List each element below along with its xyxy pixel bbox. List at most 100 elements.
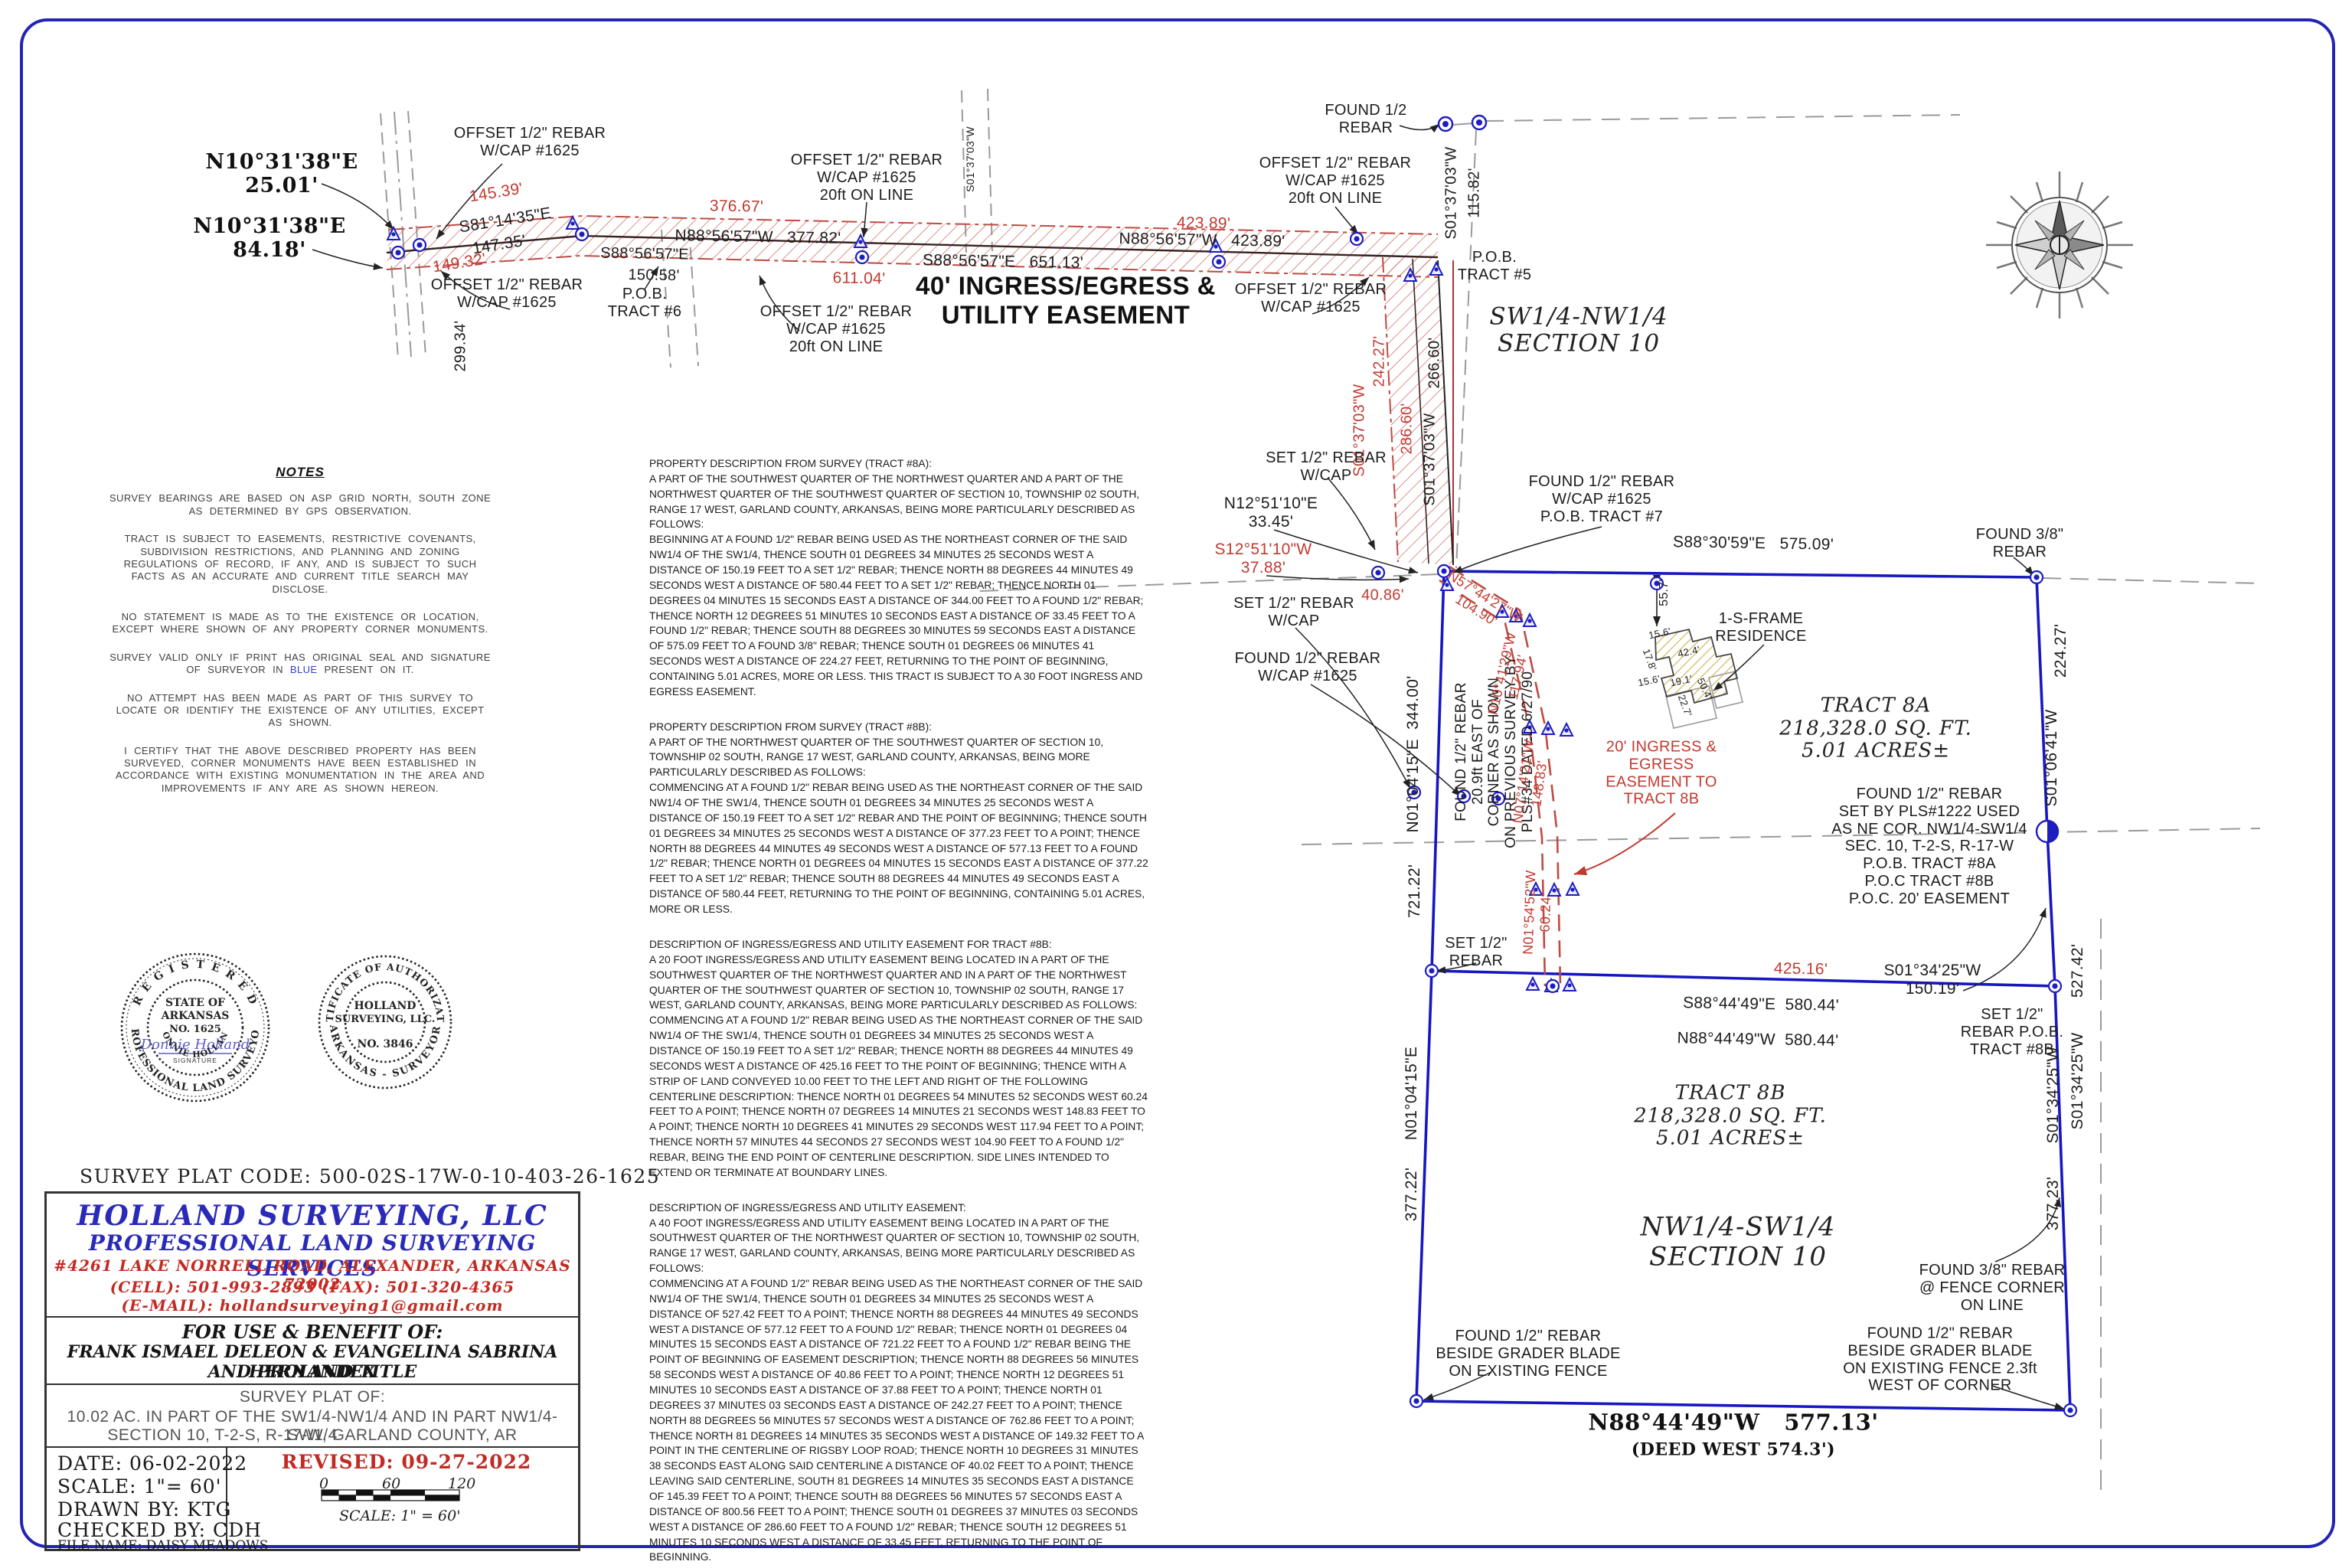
note-bearings: SURVEY BEARINGS ARE BASED ON ASP GRID NO… bbox=[109, 492, 492, 517]
title-block: HOLLAND SURVEYING, LLC PROFESSIONAL LAND… bbox=[44, 1191, 580, 1553]
monument-markers bbox=[387, 114, 2078, 1418]
description-body: A 20 FOOT INGRESS/EGRESS AND UTILITY EAS… bbox=[649, 953, 1148, 1178]
plat-drawn-by: DRAWN BY: KTG bbox=[57, 1498, 232, 1521]
easement-20-leader bbox=[1573, 812, 1676, 876]
bearing-s01-150: S01°34'25"W 150.19' bbox=[1883, 962, 1981, 998]
seal2-number: NO. 3846 bbox=[358, 1038, 413, 1050]
notes-section: NOTES SURVEY BEARINGS ARE BASED ON ASP G… bbox=[109, 464, 492, 810]
bearing-n01-54: N01°54'52"W 60.24' bbox=[1520, 870, 1553, 956]
property-descriptions: PROPERTY DESCRIPTION FROM SURVEY (TRACT … bbox=[649, 456, 1148, 1568]
bearing-s01-34-outer: S01°34'25"W bbox=[2069, 1032, 2087, 1130]
seal2-ring-bottom: ARKANSAS - SURVEYOR bbox=[327, 1024, 442, 1080]
found-grader-se: FOUND 1/2" REBAR BESIDE GRADER BLADE ON … bbox=[1843, 1325, 2037, 1394]
bearing-s88-580: S88°44'49"E 580.44' bbox=[1682, 994, 1840, 1014]
set-rebar-mid: SET 1/2" REBAR W/CAP bbox=[1233, 595, 1354, 629]
bearing-n10-25: N10°31'38"E 25.01' bbox=[205, 150, 358, 198]
dim-377-22: 377.22' bbox=[1403, 1167, 1421, 1222]
scalebar-label: SCALE: 1" = 60' bbox=[339, 1508, 461, 1524]
dim-286-60: 286.60' bbox=[1398, 403, 1416, 455]
company-address: #4261 LAKE NORRELL ROAD, ALEXANDER, ARKA… bbox=[54, 1256, 571, 1293]
dim-150-58: 150.58' bbox=[628, 266, 680, 285]
found-rebar-ne: FOUND 1/2 REBAR bbox=[1325, 102, 1407, 136]
road-line-label: S01°37'03"W bbox=[964, 126, 977, 192]
dim-721-22: 721.22' bbox=[1406, 864, 1424, 919]
dim-299-34: 299.34' bbox=[452, 320, 469, 372]
dim-425-16: 425.16' bbox=[1773, 959, 1828, 978]
dim-376-67: 376.67' bbox=[709, 197, 764, 216]
bearing-n01-377: N01°04'15"E bbox=[1403, 1046, 1421, 1141]
description-body: A 40 FOOT INGRESS/EGRESS AND UTILITY EAS… bbox=[649, 1217, 1144, 1563]
offset-rebar-s2: OFFSET 1/2" REBAR W/CAP #1625 20ft ON LI… bbox=[760, 302, 913, 355]
quarter-label-sw: NW1/4-SW1/4 SECTION 10 bbox=[1640, 1211, 1836, 1272]
dim-377-23: 377.23' bbox=[2044, 1176, 2063, 1231]
note-utilities: NO ATTEMPT HAS BEEN MADE AS PART OF THIS… bbox=[116, 691, 485, 729]
survey-plat-code: SURVEY PLAT CODE: 500-02S-17W-0-10-403-2… bbox=[80, 1165, 661, 1187]
north-arrow-compass bbox=[1986, 172, 2133, 318]
found-grader-sw: FOUND 1/2" REBAR BESIDE GRADER BLADE ON … bbox=[1436, 1327, 1621, 1380]
survey-of-line1: 10.02 AC. IN PART OF THE SW1/4-NW1/4 AND… bbox=[67, 1408, 558, 1444]
note-seal: SURVEY VALID ONLY IF PRINT HAS ORIGINAL … bbox=[109, 651, 491, 676]
found-rebar-1625: FOUND 1/2" REBAR W/CAP #1625 bbox=[1234, 650, 1381, 684]
offset-rebar-s3: OFFSET 1/2" REBAR W/CAP #1625 bbox=[1234, 281, 1387, 315]
easement-20-label: 20' INGRESS & EGRESS EASEMENT TO TRACT 8… bbox=[1606, 738, 1717, 808]
dim-611-04: 611.04' bbox=[832, 269, 886, 288]
dim-242-27: 242.27' bbox=[1370, 335, 1388, 387]
company-tagline: PROFESSIONAL LAND SURVEYING SERVICES bbox=[88, 1230, 537, 1281]
description-easement-20ft: DESCRIPTION OF INGRESS/EGRESS AND UTILIT… bbox=[649, 937, 1148, 1181]
note-monuments: NO STATEMENT IS MADE AS TO THE EXISTENCE… bbox=[112, 611, 488, 635]
bearing-s88-575: S88°30'59"E 575.09' bbox=[1672, 533, 1834, 554]
bearing-s01-06: S01°06'41"W bbox=[2043, 709, 2061, 807]
company-email: (E-MAIL): hollandsurveying1@gmail.com bbox=[121, 1296, 504, 1315]
description-body: A PART OF THE NORTHWEST QUARTER OF THE S… bbox=[649, 736, 1148, 916]
offset-rebar-nw: OFFSET 1/2" REBAR W/CAP #1625 bbox=[453, 125, 606, 159]
bearing-s88-short: S88°56'57"E bbox=[600, 244, 690, 263]
benefit-names: FRANK ISMAEL DELEON & EVANGELINA SABRINA… bbox=[67, 1342, 558, 1382]
company-name: HOLLAND SURVEYING, LLC bbox=[77, 1200, 548, 1232]
seal1-number: NO. 1625 bbox=[169, 1024, 221, 1035]
dim-527-42: 527.42' bbox=[2069, 943, 2087, 998]
house-label: 1-S-FRAME RESIDENCE bbox=[1715, 610, 1807, 645]
bearing-s01-115: S01°37'03"W bbox=[1442, 146, 1460, 240]
benefit-title-co: AND PROLAND TITLE bbox=[207, 1362, 417, 1382]
plat-checked-by: CHECKED BY: CDH bbox=[57, 1519, 262, 1541]
pls1222-note: FOUND 1/2" REBAR SET BY PLS#1222 USED AS… bbox=[1831, 786, 2027, 907]
found-38-ne: FOUND 3/8" REBAR bbox=[1975, 526, 2064, 560]
plat-date: DATE: 06-02-2022 bbox=[57, 1452, 248, 1475]
easement-40-title: 40' INGRESS/EGRESS & UTILITY EASEMENT bbox=[916, 271, 1216, 328]
revised-date: REVISED: 09-27-2022 bbox=[281, 1451, 532, 1473]
bearing-n01-344: N01°04'15"E 344.00' bbox=[1404, 675, 1423, 833]
plat-scale: SCALE: 1"= 60' bbox=[57, 1475, 222, 1498]
quarter-label-nw: SW1/4-NW1/4 SECTION 10 bbox=[1489, 302, 1668, 358]
benefit-title: FOR USE & BENEFIT OF: bbox=[181, 1321, 443, 1343]
offset-rebar-s1: OFFSET 1/2" REBAR W/CAP #1625 bbox=[430, 276, 583, 311]
note-certify: I CERTIFY THAT THE ABOVE DESCRIBED PROPE… bbox=[115, 744, 485, 794]
bearing-n12-33: N12°51'10"E 33.45' bbox=[1223, 495, 1318, 531]
bearing-s01-corridor: S01°37'03"W bbox=[1421, 413, 1439, 506]
bearing-s12-37: S12°51'10"W 37.88' bbox=[1214, 541, 1312, 577]
deed-west: (DEED WEST 574.3') bbox=[1631, 1439, 1836, 1460]
signature-label: SIGNATURE bbox=[173, 1057, 217, 1064]
set-rebar-pob8b: SET 1/2" REBAR P.O.B. TRACT #8B bbox=[1960, 1005, 2064, 1058]
plat-file-name: FILE NAME: DAISY MEADOWS bbox=[57, 1538, 269, 1553]
scale-bar bbox=[321, 1489, 460, 1501]
set-rebar-top: SET 1/2" REBAR W/CAP bbox=[1266, 449, 1387, 484]
dim-40-86: 40.86' bbox=[1361, 586, 1404, 604]
description-tract-8a: PROPERTY DESCRIPTION FROM SURVEY (TRACT … bbox=[649, 456, 1148, 700]
found-38-fence: FOUND 3/8" REBAR @ FENCE CORNER ON LINE bbox=[1919, 1261, 2066, 1314]
seal2-llc: SURVEYING, LLC. bbox=[335, 1014, 436, 1025]
description-tract-8b: PROPERTY DESCRIPTION FROM SURVEY (TRACT … bbox=[649, 720, 1148, 917]
seal1-arkansas: ARKANSAS bbox=[161, 1010, 230, 1022]
set-rebar-left: SET 1/2" REBAR bbox=[1445, 935, 1508, 969]
bearing-s01-34-inner: S01°34'25"W bbox=[2044, 1046, 2063, 1144]
bearing-n88-423: N88°56'57"W 423.89' bbox=[1119, 230, 1285, 250]
description-easement-40ft: DESCRIPTION OF INGRESS/EGRESS AND UTILIT… bbox=[649, 1200, 1148, 1566]
svg-text:ARKANSAS - SURVEYOR: ARKANSAS - SURVEYOR bbox=[327, 1024, 443, 1080]
pob-tract6: P.O.B. TRACT #6 bbox=[607, 286, 682, 320]
notes-title: NOTES bbox=[276, 465, 325, 479]
description-title: DESCRIPTION OF INGRESS/EGRESS AND UTILIT… bbox=[649, 1201, 966, 1214]
offset-rebar-n2: OFFSET 1/2" REBAR W/CAP #1625 20ft ON LI… bbox=[1259, 154, 1412, 207]
offset-rebar-n1: OFFSET 1/2" REBAR W/CAP #1625 20ft ON LI… bbox=[790, 151, 943, 204]
dim-115-82: 115.82' bbox=[1465, 168, 1483, 218]
